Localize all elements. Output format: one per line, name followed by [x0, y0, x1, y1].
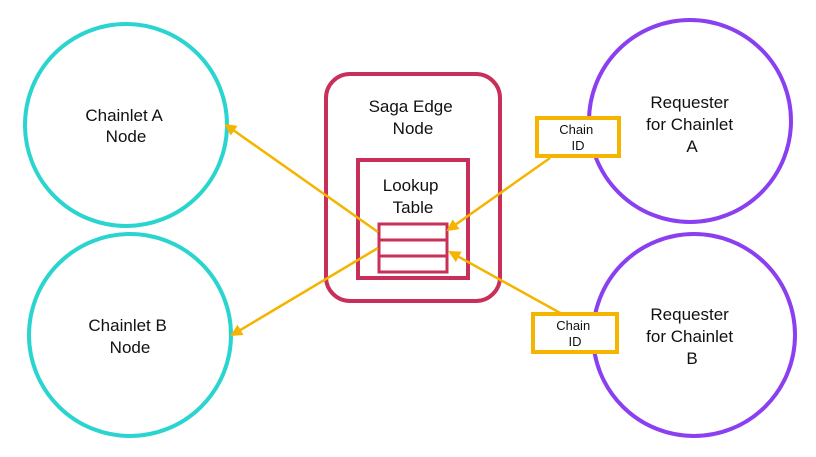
chain-id-tag-b: [531, 312, 619, 354]
lookup-table-row: [377, 254, 449, 274]
lookup-table-row: [377, 222, 449, 242]
chainlet-a-node: [23, 22, 229, 228]
chainlet-b-label: Chainlet B Node: [88, 316, 171, 357]
saga-edge-node: [324, 72, 502, 303]
arrow-requester-b-to-table: [448, 250, 563, 316]
arrow-table-to-chainlet-a: [224, 123, 379, 234]
arrow-requester-a-to-table: [446, 156, 551, 232]
chain-id-tag-b-label: Chain ID: [556, 318, 594, 349]
chain-id-tag-a: [535, 116, 621, 158]
requester-b-label: Requester for Chainlet B: [646, 305, 738, 368]
chain-id-tag-a-label: Chain ID: [559, 122, 597, 153]
lookup-table-rows: [377, 222, 449, 274]
saga-edge-label: Saga Edge Node: [369, 97, 458, 138]
lookup-table-row: [377, 238, 449, 258]
lookup-table-label: Lookup Table: [383, 176, 444, 217]
requester-a-label: Requester for Chainlet A: [646, 93, 738, 156]
arrow-table-to-chainlet-b: [230, 246, 379, 337]
chainlet-a-label: Chainlet A Node: [85, 106, 166, 146]
chainlet-b-node: [27, 232, 233, 438]
